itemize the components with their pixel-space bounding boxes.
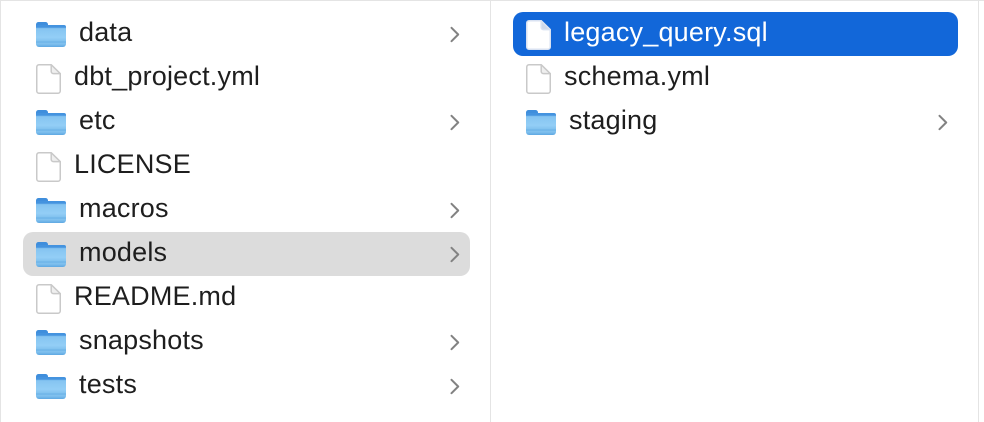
folder-icon [36,374,66,399]
chevron-right-icon [450,378,460,395]
item-label: LICENSE [74,149,191,179]
chevron-right-icon [450,246,460,263]
folder-row-etc[interactable]: etc [23,100,470,144]
chevron-right-icon [450,114,460,131]
folder-row-models[interactable]: models [23,232,470,276]
item-label: snapshots [79,325,204,355]
item-label: models [79,237,168,267]
item-label: staging [569,105,658,135]
file-icon [526,19,551,50]
file-row-legacy-query-sql[interactable]: legacy_query.sql [513,12,958,56]
finder-column-parent: data dbt_project.yml etc [1,1,491,422]
file-icon [36,283,61,314]
folder-icon [36,198,66,223]
chevron-right-icon [938,114,948,131]
chevron-right-icon [450,202,460,219]
finder-column-current: legacy_query.sql schema.yml [491,1,979,422]
folder-icon [36,22,66,47]
item-label: legacy_query.sql [564,17,768,47]
item-label: schema.yml [564,61,711,91]
file-row-schema-yml[interactable]: schema.yml [513,56,958,100]
folder-icon [526,110,556,135]
file-icon [526,63,551,94]
chevron-right-icon [450,26,460,43]
folder-row-snapshots[interactable]: snapshots [23,320,470,364]
file-row-dbt-project-yml[interactable]: dbt_project.yml [23,56,470,100]
file-icon [36,151,61,182]
folder-row-tests[interactable]: tests [23,364,470,408]
item-label: tests [79,369,138,399]
item-label: etc [79,105,116,135]
folder-icon [36,330,66,355]
item-label: data [79,17,133,47]
finder-column-stub [979,1,984,422]
folder-icon [36,110,66,135]
item-label: dbt_project.yml [74,61,261,91]
folder-row-staging[interactable]: staging [513,100,958,144]
file-icon [36,63,61,94]
chevron-right-icon [450,334,460,351]
file-row-readme-md[interactable]: README.md [23,276,470,320]
folder-icon [36,242,66,267]
file-row-license[interactable]: LICENSE [23,144,470,188]
folder-row-macros[interactable]: macros [23,188,470,232]
item-label: README.md [74,281,237,311]
item-label: macros [79,193,169,223]
folder-row-data[interactable]: data [23,12,470,56]
